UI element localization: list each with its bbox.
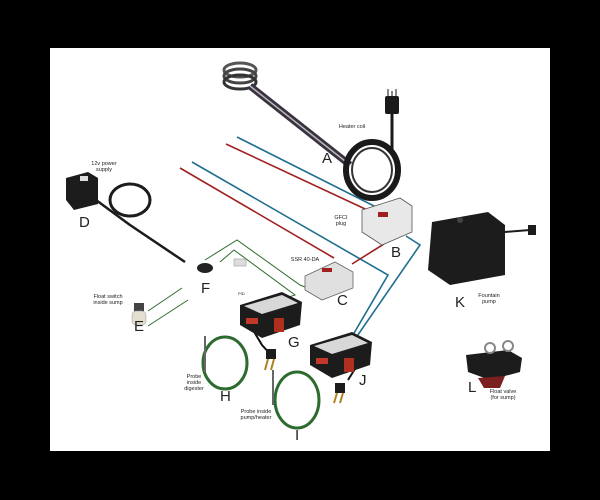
label-g: G (288, 334, 300, 351)
caption-fountain-pump: Fountain pump (478, 293, 500, 305)
float-switch (131, 303, 147, 326)
caption-pid: PID (238, 291, 245, 296)
caption-gfci-plug: GFCI plug (334, 215, 348, 227)
gfci-outlet (361, 197, 413, 246)
label-i: I (295, 427, 300, 444)
label-f: F (201, 280, 211, 297)
temperature-controller-g (240, 292, 302, 338)
label-b: B (391, 244, 402, 261)
label-h: H (220, 388, 231, 405)
relay-module (197, 258, 247, 273)
label-j: J (359, 372, 367, 389)
caption-ssr: SSR 40-DA (290, 257, 320, 263)
label-a: A (322, 150, 333, 167)
caption-probe-digester: Probe inside digester (184, 374, 204, 392)
heater-coil (222, 61, 401, 201)
label-e: E (134, 318, 145, 335)
fountain-pump (428, 212, 536, 285)
caption-float-switch: Float switch inside sump (93, 294, 123, 306)
float-valve (466, 340, 522, 388)
ssr-relay (304, 261, 354, 301)
caption-power-supply: 12v power supply (91, 161, 117, 173)
label-l: L (468, 379, 477, 396)
plug-icon (385, 96, 399, 114)
caption-heater-coil: Heater coil (338, 124, 366, 130)
caption-float-valve: Float valve (for sump) (489, 389, 517, 401)
label-d: D (79, 214, 90, 231)
temperature-controller-j (310, 332, 372, 378)
plug-icon (264, 349, 345, 404)
label-c: C (337, 292, 348, 309)
label-k: K (455, 294, 466, 311)
power-supply (66, 172, 186, 264)
temperature-probes (201, 335, 321, 430)
caption-probe-pump-heater: Probe inside pump/heater (240, 409, 272, 421)
